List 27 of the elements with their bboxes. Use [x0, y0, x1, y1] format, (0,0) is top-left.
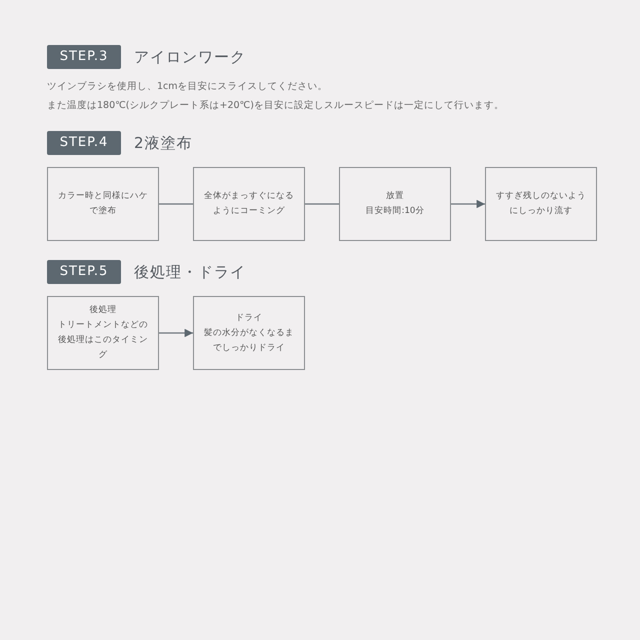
box-title: 放置 [386, 190, 404, 203]
process-box [47, 167, 159, 241]
arrow [451, 200, 485, 208]
process-box [193, 167, 305, 241]
arrow [159, 328, 193, 338]
process-box [339, 167, 451, 241]
box-text: カラー時と同様にハケで塗布 [57, 190, 149, 218]
box-text: すすぎ残しのないようにしっかり流す [495, 190, 587, 218]
process-box [193, 296, 305, 370]
connector-line [159, 203, 193, 205]
step-badge: STEP.3 [47, 45, 121, 69]
box-text: トリートメントなどの後処理はこのタイミング [57, 319, 149, 362]
section-heading: 後処理・ドライ [134, 263, 246, 282]
box-text: 全体がまっすぐになるようにコーミング [203, 190, 295, 218]
box-text: 目安時間:10分 [366, 204, 424, 218]
box-title: ドライ [236, 312, 262, 324]
connector-line [305, 203, 339, 205]
step-badge: STEP.4 [47, 131, 121, 155]
box-title: 後処理 [90, 304, 116, 317]
section-heading: 2液塗布 [134, 134, 193, 153]
box-text: 髪の水分がなくなるまでしっかりドライ [203, 326, 295, 354]
process-box [485, 167, 597, 241]
step-badge: STEP.5 [47, 260, 121, 284]
section-heading: アイロンワーク [134, 48, 246, 67]
process-box [47, 296, 159, 370]
instruction-text: また温度は180℃(シルクプレート系は+20℃)を目安に設定しスルースピードは一定にして行います。 [47, 99, 504, 112]
instruction-text: ツインブラシを使用し、1cmを目安にスライスしてください。 [47, 80, 328, 93]
